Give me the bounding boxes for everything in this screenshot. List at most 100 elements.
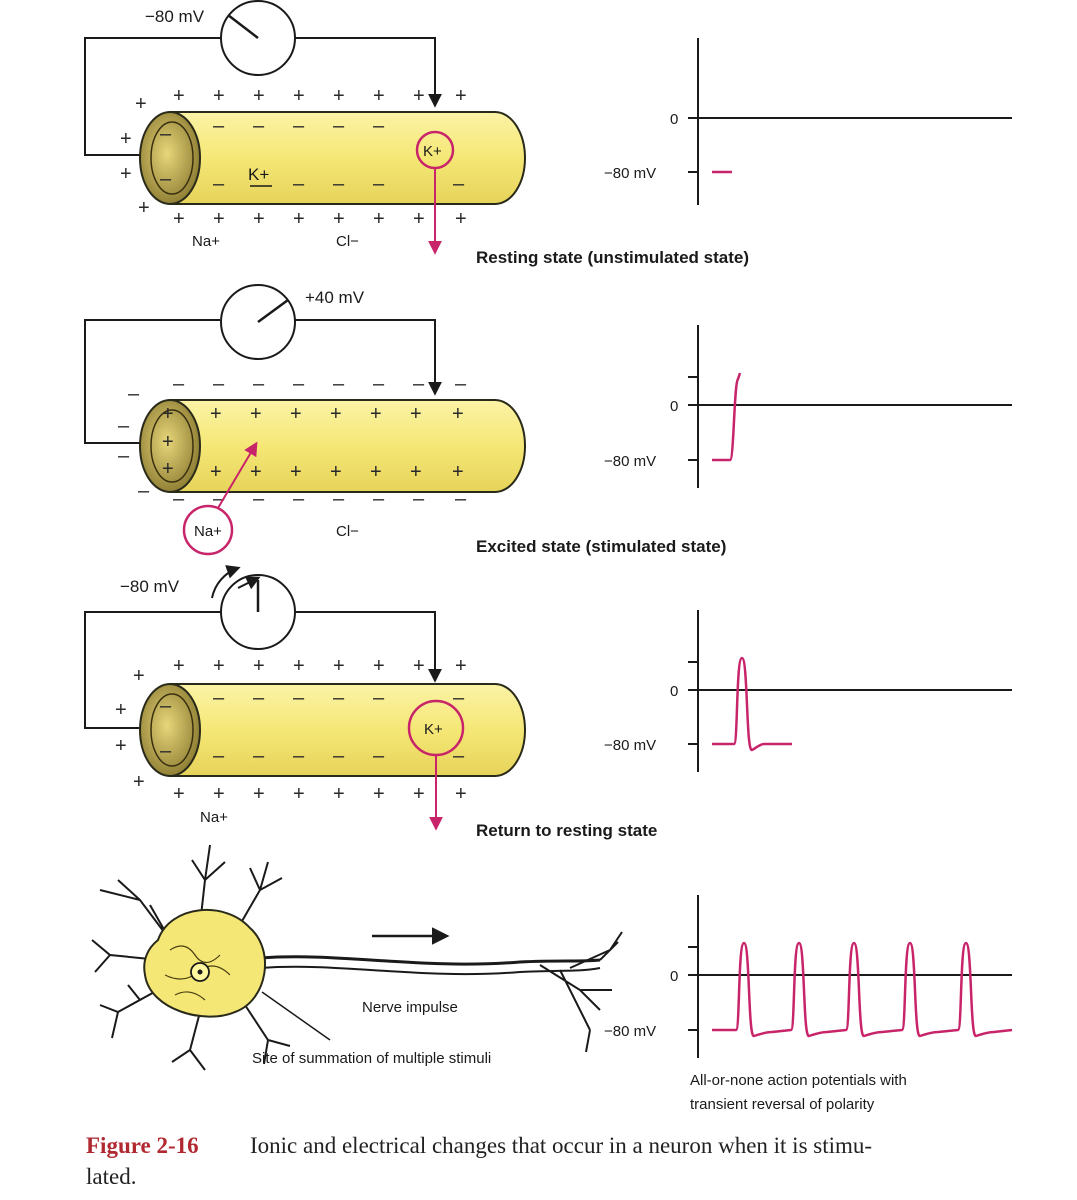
svg-text:–: – [213, 745, 225, 767]
svg-text:–: – [333, 115, 345, 137]
svg-text:+: + [370, 403, 382, 425]
moving-ion-label: K+ [423, 143, 442, 160]
svg-text:–: – [413, 373, 425, 395]
svg-text:+: + [213, 208, 225, 230]
circuit-wire [84, 319, 220, 450]
svg-text:–: – [333, 687, 345, 709]
zero-label: 0 [670, 111, 678, 128]
svg-text:+: + [173, 783, 185, 805]
meter-reading: +40 mV [305, 288, 365, 307]
svg-text:+: + [333, 208, 345, 230]
svg-text:–: – [173, 488, 185, 510]
svg-text:–: – [293, 373, 305, 395]
ion-channel-ring [182, 504, 234, 556]
svg-text:–: – [293, 687, 305, 709]
svg-text:–: – [453, 687, 465, 709]
svg-text:–: – [160, 740, 172, 762]
svg-text:+: + [210, 403, 222, 425]
svg-text:+: + [253, 783, 265, 805]
panel-caption: Return to resting state [476, 821, 657, 840]
outside-charges: –––––––– –––––––– –––– [118, 373, 467, 510]
panel-return: −80 mV ++++++++ ++++++++ ++++ –––––– –––… [84, 565, 657, 840]
inside-charges: ––––– ––––– –– [160, 115, 465, 195]
meter-reading: −80 mV [145, 7, 205, 26]
figure-caption: Ionic and electrical changes that occur … [250, 1133, 872, 1158]
svg-text:+: + [333, 85, 345, 107]
svg-text:+: + [162, 458, 174, 480]
svg-text:+: + [455, 655, 467, 677]
svg-text:–: – [373, 488, 385, 510]
svg-text:+: + [330, 403, 342, 425]
svg-text:+: + [290, 403, 302, 425]
trace-caption: transient reversal of polarity [690, 1096, 875, 1113]
svg-text:–: – [453, 173, 465, 195]
svg-text:+: + [120, 128, 132, 150]
svg-text:–: – [253, 687, 265, 709]
svg-text:–: – [293, 115, 305, 137]
axon-segment [139, 683, 526, 777]
svg-text:–: – [373, 115, 385, 137]
svg-text:+: + [373, 783, 385, 805]
svg-text:–: – [160, 695, 172, 717]
svg-text:+: + [293, 783, 305, 805]
panel-caption: Resting state (unstimulated state) [476, 248, 749, 267]
outside-ion-label: Na+ [200, 809, 228, 826]
svg-text:–: – [160, 123, 172, 145]
svg-text:+: + [455, 208, 467, 230]
svg-text:+: + [410, 403, 422, 425]
svg-text:+: + [410, 461, 422, 483]
outside-ion-label: Cl− [336, 523, 359, 540]
svg-text:–: – [413, 488, 425, 510]
circuit-wire [84, 37, 220, 162]
inside-charges: –––––– –––––– –– [160, 687, 465, 767]
svg-text:+: + [162, 431, 174, 453]
zero-label: 0 [670, 398, 678, 415]
svg-text:–: – [453, 745, 465, 767]
rest-label: −80 mV [604, 165, 656, 182]
svg-text:–: – [118, 445, 130, 467]
figure-caption: lated. [86, 1164, 136, 1189]
svg-text:+: + [413, 85, 425, 107]
svg-text:+: + [162, 403, 174, 425]
svg-text:–: – [333, 173, 345, 195]
svg-text:–: – [455, 373, 467, 395]
impulse-label: Nerve impulse [362, 999, 458, 1016]
svg-text:+: + [452, 403, 464, 425]
svg-text:–: – [253, 745, 265, 767]
circuit-wire [84, 611, 220, 735]
svg-text:+: + [135, 93, 147, 115]
svg-text:+: + [173, 85, 185, 107]
svg-text:–: – [253, 488, 265, 510]
svg-text:–: – [173, 373, 185, 395]
summation-label: Site of summation of multiple stimuli [252, 1050, 491, 1067]
inside-ion-label: K+ [248, 165, 269, 184]
svg-text:–: – [373, 373, 385, 395]
voltmeter-icon [220, 574, 296, 650]
svg-text:+: + [293, 85, 305, 107]
zero-label: 0 [670, 683, 678, 700]
meter-reading: −80 mV [120, 577, 180, 596]
svg-text:+: + [293, 655, 305, 677]
svg-text:+: + [373, 208, 385, 230]
outside-ion-label: Cl− [336, 233, 359, 250]
svg-text:–: – [128, 383, 140, 405]
svg-text:–: – [213, 373, 225, 395]
svg-text:+: + [253, 85, 265, 107]
svg-text:+: + [250, 461, 262, 483]
svg-text:–: – [138, 480, 150, 502]
svg-text:+: + [455, 783, 467, 805]
svg-text:+: + [138, 197, 150, 219]
panel-neuron: Nerve impulse Site of summation of multi… [91, 844, 907, 1113]
membrane-potential-trace [712, 372, 742, 462]
rotation-arrow-icon [211, 565, 241, 599]
outside-charges: ++++++++ ++++++++ ++++ [115, 655, 467, 805]
svg-text:+: + [213, 783, 225, 805]
svg-text:+: + [373, 655, 385, 677]
svg-text:+: + [115, 699, 127, 721]
neuron-illustration-icon [91, 844, 623, 1071]
svg-text:–: – [333, 373, 345, 395]
svg-text:+: + [290, 461, 302, 483]
svg-text:+: + [250, 403, 262, 425]
outside-charges: ++++++++ ++++++++ ++++ [120, 85, 467, 230]
outside-ion-label: Na+ [192, 233, 220, 250]
